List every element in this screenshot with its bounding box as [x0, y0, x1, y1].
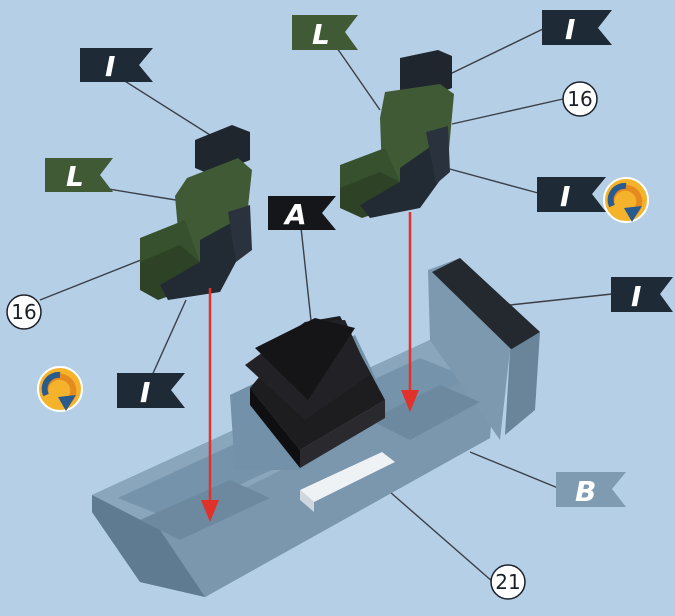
right-seat	[340, 50, 454, 218]
flag-i-4: I	[611, 277, 673, 313]
svg-text:21: 21	[495, 570, 520, 594]
svg-text:L: L	[66, 160, 84, 193]
rotate-icon	[38, 367, 82, 411]
svg-text:L: L	[312, 18, 330, 51]
part-number-16-left: 16	[7, 295, 41, 329]
svg-text:I: I	[565, 13, 575, 46]
flag-i-2: I	[542, 10, 612, 46]
svg-text:I: I	[105, 50, 115, 83]
flag-l-2: L	[292, 15, 358, 51]
svg-text:I: I	[631, 280, 641, 313]
rotate-icon	[604, 178, 648, 222]
flag-l-1: L	[45, 158, 113, 193]
flag-i-5: I	[117, 373, 185, 409]
flag-b: B	[556, 472, 626, 508]
flag-i-1: I	[80, 48, 153, 83]
svg-text:A: A	[283, 198, 307, 231]
svg-text:I: I	[140, 376, 150, 409]
flag-i-3: I	[537, 177, 606, 213]
part-number-21: 21	[491, 565, 525, 599]
svg-text:B: B	[575, 475, 596, 508]
part-number-16-right: 16	[563, 82, 597, 116]
svg-text:16: 16	[567, 87, 592, 111]
left-seat	[140, 125, 252, 300]
svg-text:16: 16	[11, 300, 36, 324]
svg-text:I: I	[560, 180, 570, 213]
flag-a: A	[268, 196, 336, 231]
